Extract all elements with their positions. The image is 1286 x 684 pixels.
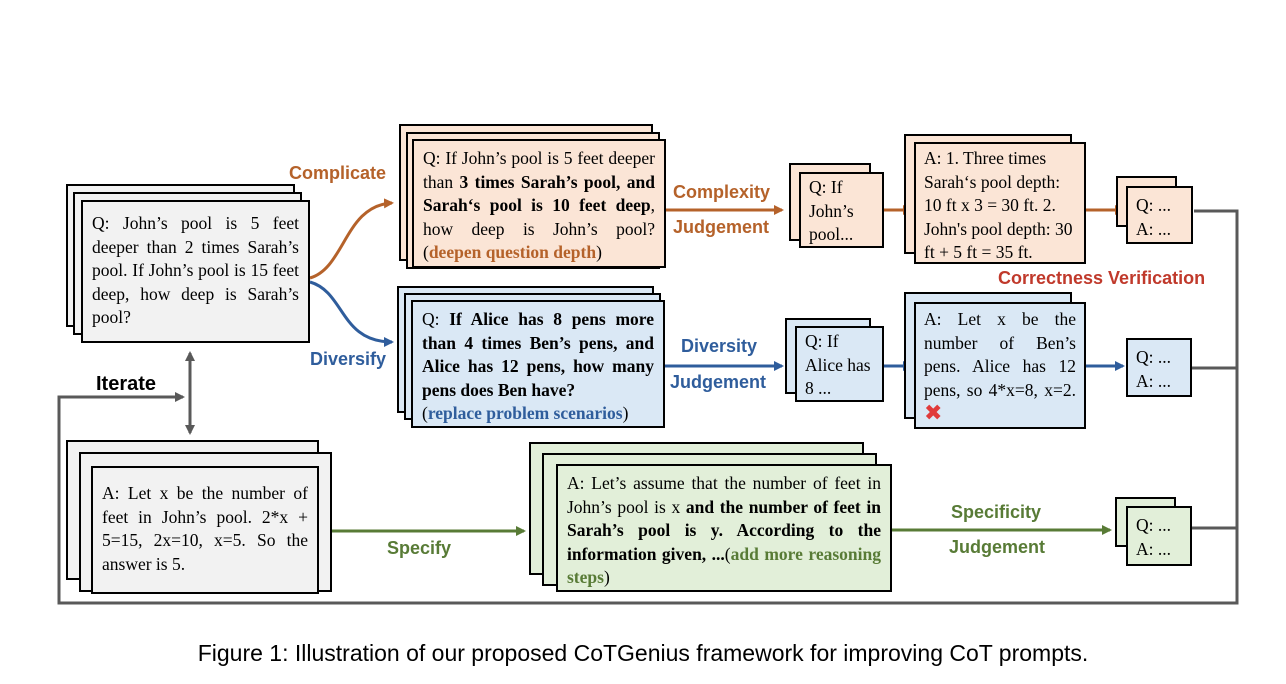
specificity-judgement-label-1: Specificity — [951, 502, 1042, 522]
seed-question-text: Q: John’s pool is 5 feet deeper than 2 t… — [92, 213, 299, 327]
complicated-question-text: Q: If John’s pool is 5 feet deeper than — [423, 148, 655, 192]
specified-answer-box: A: Let’s assume that the number of feet … — [556, 464, 892, 592]
specified-answer-bold: and the number of feet in Sarah’s pool i… — [567, 496, 881, 564]
diversity-judgement-label-1: Diversity — [681, 336, 758, 356]
complicate-label: Complicate — [289, 163, 387, 183]
diversify-arrow — [309, 280, 394, 347]
diversified-question-bold: If Alice has 8 pens more than 4 times Be… — [422, 309, 655, 400]
complexity-judgement-label-1: Complexity — [673, 182, 771, 202]
small-q-diverse-text: Q: If Alice has 8 ... — [805, 331, 871, 398]
seed-question-box: Q: John’s pool is 5 feet deeper than 2 t… — [81, 200, 310, 343]
qa-diverse-box: Q: ... A: ... — [1126, 338, 1192, 397]
seed-answer-text: A: Let x be the number of feet in John’s… — [102, 483, 308, 574]
seed-answer-box: A: Let x be the number of feet in John’s… — [91, 466, 319, 594]
complicated-question-text-end: , how deep is John’s pool? — [423, 195, 655, 239]
answer-diverse-box: A: Let x be the number of Ben’s pens. Al… — [914, 302, 1086, 429]
complicate-note-open: ( — [423, 242, 429, 262]
small-q-diverse-box: Q: If Alice has 8 ... — [795, 326, 884, 402]
specify-note-open: ( — [724, 543, 731, 564]
diversify-note: replace problem scenarios — [427, 403, 623, 423]
diversify-label: Diversify — [310, 349, 387, 369]
diversify-note-close: ) — [622, 403, 629, 423]
figure-caption: Figure 1: Illustration of our proposed C… — [197, 640, 1089, 666]
iterate-loop-line — [57, 209, 1239, 605]
answer-complex-box: A: 1. Three times Sarah‘s pool depth: 10… — [914, 142, 1086, 264]
specificity-judgement-label-2: Judgement — [949, 537, 1046, 557]
specify-label: Specify — [387, 538, 452, 558]
specified-answer-text: A: Let’s assume that the number of feet … — [567, 473, 881, 517]
complicate-note: deepen question depth — [428, 242, 597, 262]
complicated-question-box: Q: If John’s pool is 5 feet deeper than … — [412, 139, 666, 268]
diversify-note-open: ( — [422, 403, 428, 423]
complicate-note-close: ) — [596, 242, 602, 262]
specify-note: add more reasoning steps — [567, 543, 881, 588]
qa-complex-q: Q: ... — [1136, 195, 1171, 215]
correctness-verification-label: Correctness Verification — [998, 268, 1206, 288]
qa-specific-a: A: ... — [1136, 539, 1171, 559]
qa-specific-box: Q: ... A: ... — [1126, 506, 1192, 566]
iterate-label: Iterate — [96, 373, 157, 395]
complexity-judgement-label-2: Judgement — [673, 217, 770, 237]
complicate-arrow — [309, 198, 394, 280]
diversified-question-prefix: Q: — [422, 309, 450, 329]
qa-diverse-q: Q: ... — [1136, 347, 1171, 367]
qa-complex-box: Q: ... A: ... — [1126, 186, 1193, 244]
qa-complex-a: A: ... — [1136, 219, 1171, 239]
answer-diverse-text: A: Let x be the number of Ben’s pens. Al… — [924, 309, 1076, 400]
diversity-judgement-label-2: Judgement — [670, 372, 767, 392]
small-q-complex-text: Q: If John’s pool... — [809, 177, 854, 244]
wrong-x-icon: ✖ — [924, 401, 943, 426]
qa-diverse-a: A: ... — [1136, 371, 1171, 391]
complicated-question-bold: 3 times Sarah’s pool, and Sarah‘s pool i… — [423, 171, 655, 216]
answer-complex-text: A: 1. Three times Sarah‘s pool depth: 10… — [924, 148, 1073, 262]
diversified-question-box: Q: If Alice has 8 pens more than 4 times… — [411, 300, 665, 428]
specify-note-close: ) — [603, 567, 610, 587]
small-q-complex-box: Q: If John’s pool... — [799, 172, 884, 248]
qa-specific-q: Q: ... — [1136, 515, 1171, 535]
